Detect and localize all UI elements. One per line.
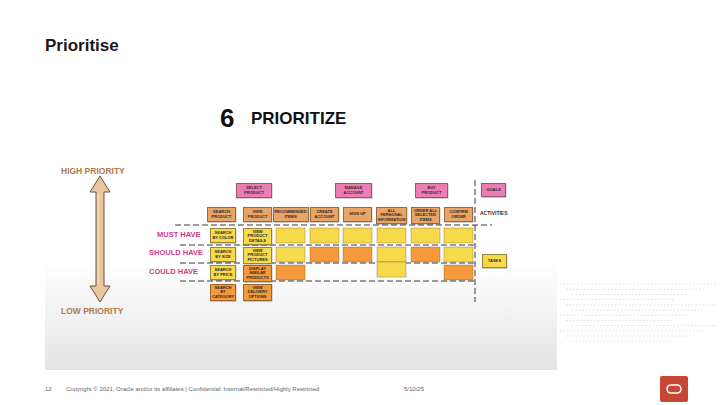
note-text: SEARCH BY COLOR — [212, 231, 234, 240]
blank-note — [276, 228, 305, 243]
dotted-line — [572, 325, 716, 326]
footer-text: 5/10/25 — [404, 386, 424, 393]
sticky-note: SIGN UP — [343, 207, 372, 222]
blank-note — [276, 265, 305, 280]
note-text: VIEW DELIVERY OPTIONS — [245, 286, 270, 299]
row-label: HIGH PRIORITY — [61, 167, 125, 176]
row-label: SHOULD HAVE — [149, 249, 203, 257]
note-text: DISPLAY SIMILAR PRODUCTS — [245, 267, 270, 280]
note-text: GOALS — [486, 188, 500, 192]
note-text: BUY PRODUCT — [417, 186, 446, 195]
oracle-logo-mark — [667, 385, 681, 393]
blank-note — [310, 247, 339, 262]
note-text: RECOMMENDED ITEMS — [274, 210, 306, 219]
blank-note — [377, 262, 406, 277]
note-text: MANAGE ACCOUNT — [337, 186, 370, 195]
blank-note — [310, 228, 339, 243]
priority-arrow — [90, 176, 110, 302]
footer-text: 12 — [45, 386, 52, 393]
dotted-line — [572, 294, 688, 295]
blank-note — [444, 228, 473, 243]
blank-note — [276, 247, 305, 262]
dotted-decoration — [560, 284, 716, 341]
sticky-note: SELECT PRODUCT — [236, 183, 272, 198]
dotted-line — [566, 336, 688, 337]
note-text: ORDER ALL SELECTED ITEMS — [413, 209, 438, 222]
sticky-note: TASKS — [482, 254, 507, 268]
sticky-note: VIEW PRODUCT DETAILS — [243, 228, 272, 245]
note-text: CONFIRM ORDER — [446, 210, 471, 219]
sticky-note: VIEW PRODUCT PICTURES — [243, 247, 272, 264]
row-label: MUST HAVE — [157, 231, 201, 239]
blank-note — [411, 228, 440, 243]
sticky-note: DISPLAY SIMILAR PRODUCTS — [243, 265, 272, 282]
sticky-note: CONFIRM ORDER — [444, 207, 473, 222]
dotted-line — [572, 310, 702, 311]
sticky-note: SEARCH BY PRICE — [210, 265, 236, 280]
dotted-line — [566, 289, 702, 290]
dotted-line — [572, 341, 674, 342]
oracle-logo — [660, 376, 688, 402]
blank-note — [377, 228, 406, 243]
row-label: LOW PRIORITY — [61, 307, 123, 316]
note-text: SEARCH BY CATEGORY — [212, 286, 234, 299]
note-text: SELECT PRODUCT — [238, 186, 270, 195]
image-ground — [45, 84, 557, 370]
blank-note — [444, 247, 473, 262]
sticky-note: BUY PRODUCT — [415, 183, 448, 198]
footer-text: Copyright © 2021, Oracle and/or its affi… — [66, 386, 319, 393]
sticky-note: SEARCH BY CATEGORY — [210, 284, 236, 301]
sticky-note: SEARCH BY SIZE — [210, 247, 236, 262]
note-text: TASKS — [488, 259, 501, 263]
sticky-note: ORDER ALL SELECTED ITEMS — [411, 207, 440, 224]
sticky-note: ALL PERSONAL INFORMATION — [376, 207, 407, 224]
blank-note — [377, 247, 406, 262]
blank-note — [343, 247, 372, 262]
note-text: ALL PERSONAL INFORMATION — [378, 209, 406, 222]
blank-note — [444, 265, 473, 280]
release-lines — [175, 180, 492, 302]
sticky-note: CREATE ACCOUNT — [310, 207, 339, 222]
sticky-note: SEARCH BY COLOR — [210, 228, 236, 243]
note-text: SEARCH BY SIZE — [212, 250, 234, 259]
row-label: COULD HAVE — [149, 268, 198, 276]
blank-notes — [276, 228, 473, 280]
dotted-line — [560, 299, 674, 300]
sticky-note: MANAGE ACCOUNT — [335, 183, 372, 198]
note-text: SIGN UP — [349, 212, 365, 216]
dotted-line — [560, 330, 702, 331]
dotted-line — [560, 284, 716, 285]
slide-title: Prioritise — [45, 37, 119, 56]
row-label: ACTIVITIES — [480, 211, 508, 217]
blank-note — [411, 247, 440, 262]
sticky-note: VIEW PRODUCT — [243, 207, 272, 222]
note-text: VIEW PRODUCT PICTURES — [245, 249, 270, 262]
sticky-note: RECOMMENDED ITEMS — [273, 207, 309, 222]
step-heading: PRIORITIZE — [251, 110, 346, 129]
sticky-note: GOALS — [481, 183, 506, 197]
sticky-note: VIEW DELIVERY OPTIONS — [243, 284, 272, 301]
note-text: CREATE ACCOUNT — [312, 210, 337, 219]
step-heading: 6 — [220, 104, 234, 133]
note-text: VIEW PRODUCT — [245, 210, 270, 219]
note-text: VIEW PRODUCT DETAILS — [245, 230, 270, 243]
dotted-line — [560, 315, 688, 316]
note-text: SEARCH PRODUCT — [209, 210, 234, 219]
dotted-line — [566, 320, 674, 321]
dotted-line — [566, 304, 716, 305]
blank-note — [343, 228, 372, 243]
note-text: SEARCH BY PRICE — [212, 268, 234, 277]
sticky-note: SEARCH PRODUCT — [207, 207, 236, 222]
